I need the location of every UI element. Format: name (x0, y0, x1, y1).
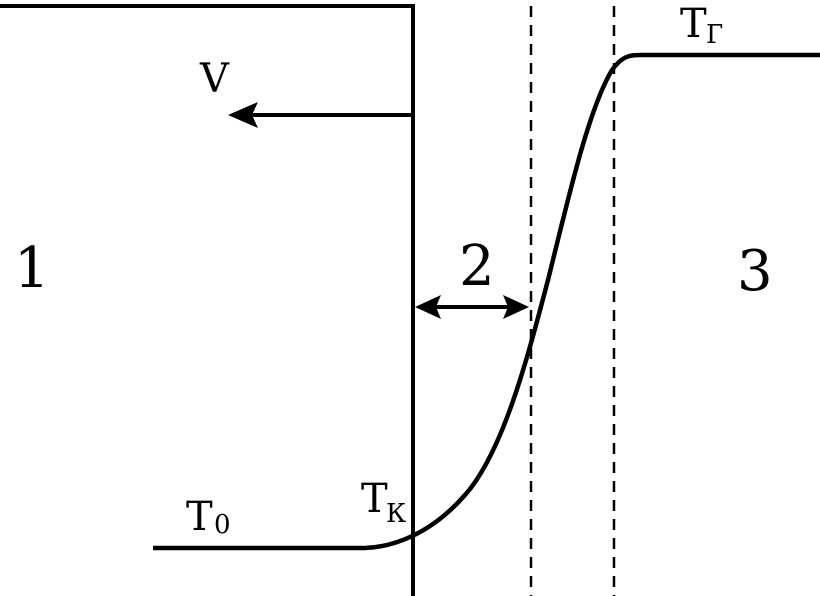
tg-subscript: Г (706, 20, 723, 50)
tk-subscript: К (386, 499, 406, 529)
region-3-label: 3 (737, 239, 773, 304)
temperature-profile-curve (153, 52, 820, 551)
region-1-label: 1 (14, 236, 50, 301)
region-2-label: 2 (459, 234, 495, 299)
solid-body-outline (0, 4, 415, 596)
zone2-arrowhead-left (415, 295, 441, 319)
tg-label: T (680, 1, 707, 47)
velocity-label: V (199, 56, 230, 102)
velocity-arrowhead (228, 102, 258, 128)
t0-label: T (186, 494, 213, 540)
zone2-arrowhead-right (503, 295, 529, 319)
t0-subscript: 0 (214, 510, 231, 540)
tk-label: T (361, 476, 388, 522)
